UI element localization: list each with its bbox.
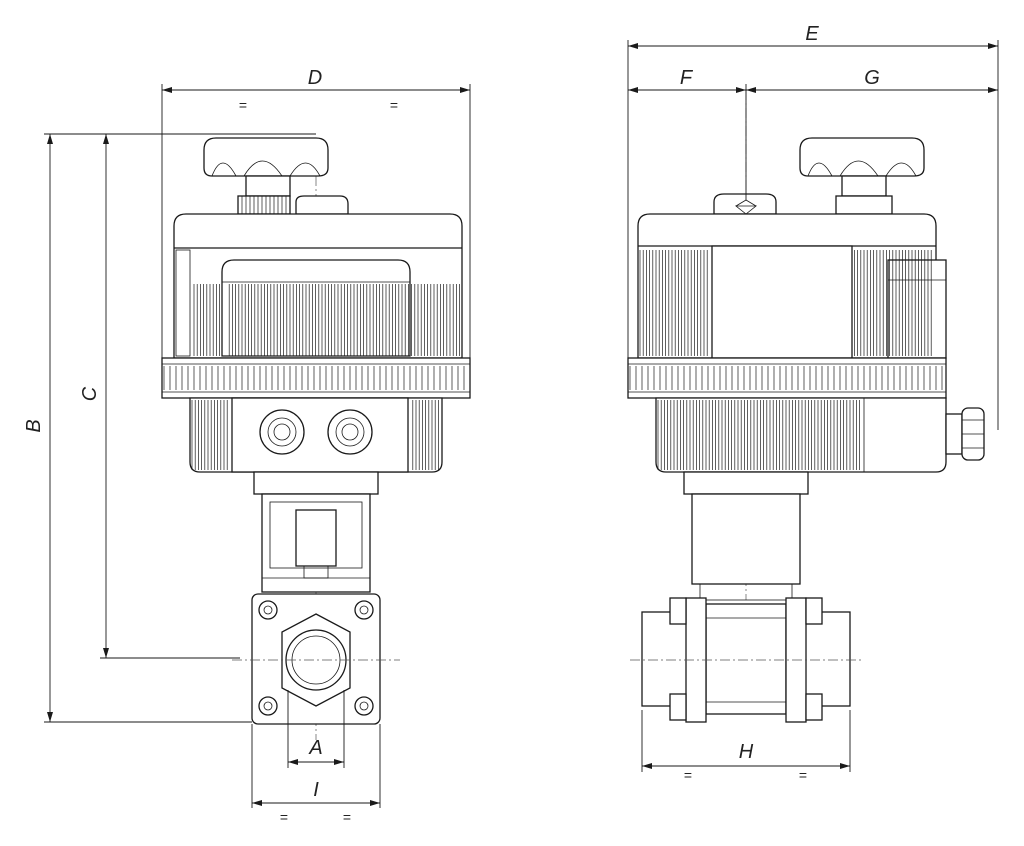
front-view <box>161 137 471 740</box>
dim-e-label: E <box>805 23 819 45</box>
dim-b-label: B <box>23 419 45 432</box>
equal-mark: = <box>280 809 288 825</box>
dim-i-label: I <box>313 779 319 801</box>
front-valve-body <box>232 593 400 725</box>
side-cable-gland <box>945 407 985 461</box>
dimension-lines: D B C E F G H A I = = = = = = <box>23 23 999 825</box>
equal-mark: = <box>390 97 398 113</box>
side-handwheel <box>799 137 925 215</box>
dim-c-label: C <box>79 386 101 401</box>
dim-a-label: A <box>308 737 322 759</box>
equal-mark: = <box>343 809 351 825</box>
equal-mark: = <box>239 97 247 113</box>
front-mounting-bracket <box>253 471 379 593</box>
side-valve-body <box>630 597 862 723</box>
front-handwheel <box>203 137 349 215</box>
side-actuator-housing <box>627 213 985 473</box>
front-actuator-housing <box>161 213 471 473</box>
side-bolt-nuts <box>669 597 823 721</box>
front-cable-glands <box>259 409 373 455</box>
flange-bolts <box>258 600 374 716</box>
side-view <box>627 90 985 723</box>
equal-mark: = <box>799 767 807 783</box>
side-mounting-bracket <box>683 471 809 601</box>
side-indicator <box>713 193 777 215</box>
dim-f-label: F <box>680 67 694 89</box>
dim-g-label: G <box>864 67 880 89</box>
dim-h-label: H <box>739 741 754 763</box>
dim-d-label: D <box>308 67 322 89</box>
equal-mark: = <box>684 767 692 783</box>
